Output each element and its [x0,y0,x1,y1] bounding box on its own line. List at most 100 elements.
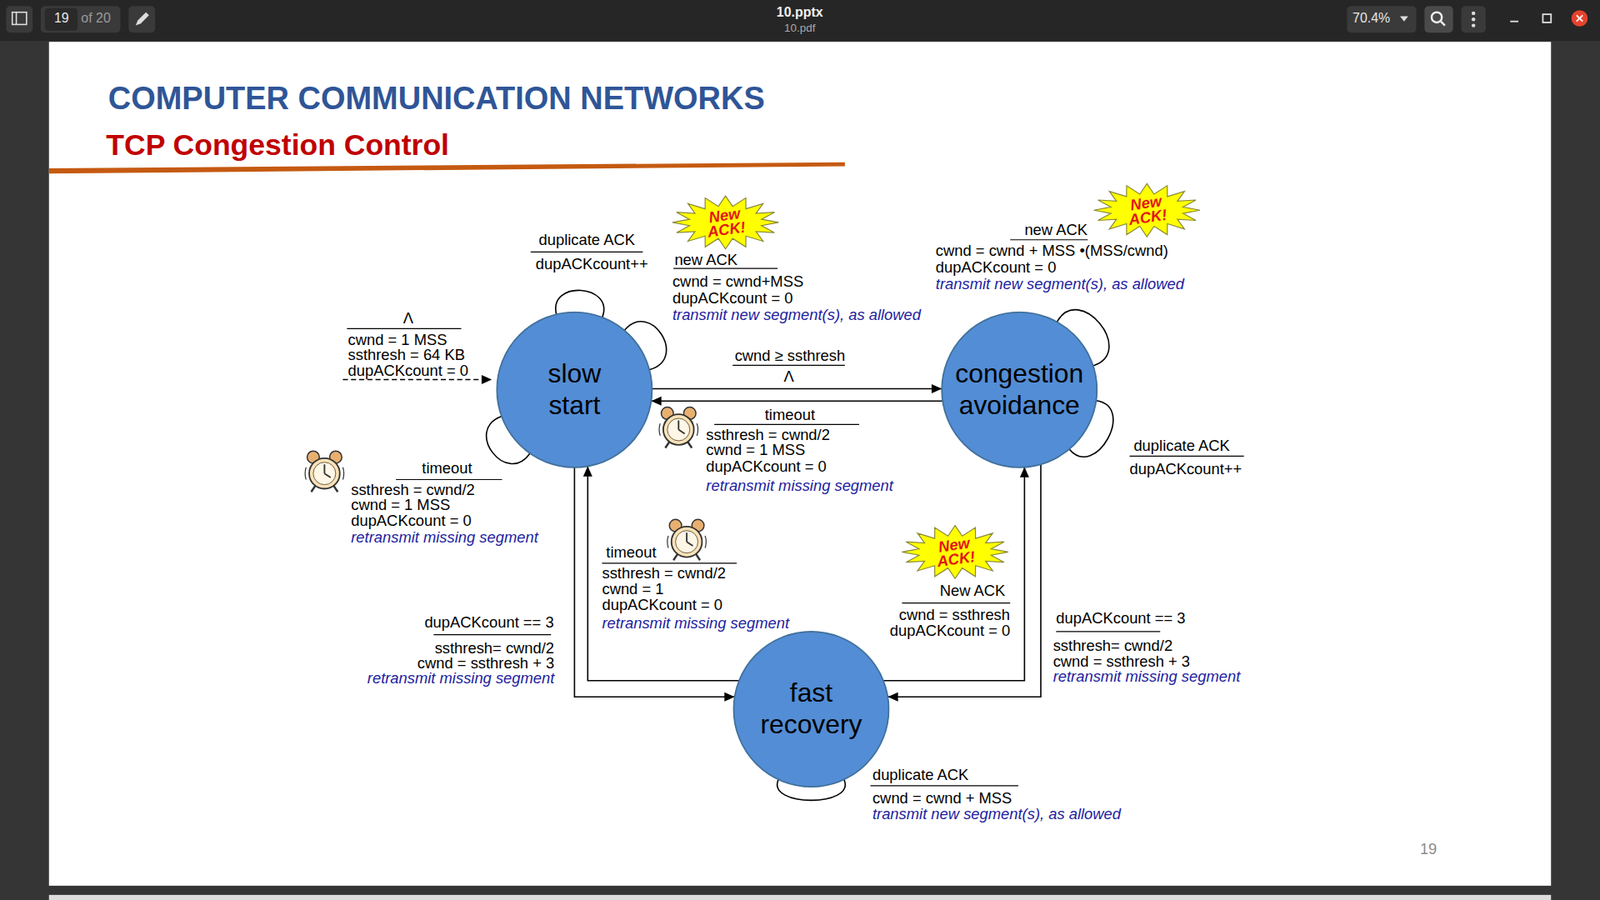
viewer-ground [0,40,1600,900]
state-name-box: fast recovery [752,677,870,741]
action-text: TCP Congestion Control [105,128,450,163]
state-name-box: congestion avoidance [942,358,1096,422]
action-note: transmit new segment(s), as allowed [935,274,1185,292]
starburst [672,195,779,250]
state-circle: slow start [495,310,654,469]
connector-line [574,467,735,698]
sidebar-button [5,5,33,33]
viewer-text: 19 [54,10,70,26]
action-text: dupACKcount = 0 [348,360,470,379]
action-text: cwnd = cwnd+MSS [672,271,804,290]
transition-event: timeout [421,458,472,476]
window-buttons [1510,10,1588,27]
action-text: ssthresh= cwnd/2 [1053,635,1173,654]
transition-event: duplicate ACK [539,230,635,248]
circle-shape [941,312,1097,468]
starburst [901,525,1008,580]
state-name-box: slow start [523,358,625,422]
action-text: ssthresh = cwnd/2 [705,425,830,443]
action-text: cwnd = 1 MSS [350,495,450,513]
transition-event: dupACKcount == 3 [1055,608,1185,626]
action-text: cwnd = ssthresh + 3 [417,653,555,671]
action-text: ssthresh = 64 KB [348,345,465,363]
action-text: dupACKcount = 0 [935,257,1057,275]
action-text: dupACKcount++ [535,255,649,273]
action-note: retransmit missing segment [601,614,790,632]
viewer-text: of 20 [80,10,110,26]
arrowhead [724,692,735,702]
action-text: dupACKcount = 0 [672,288,794,306]
action-text: dupACKcount = 0 [601,595,723,613]
transition-event: duplicate ACK [872,765,969,783]
transition-arrow [650,396,943,406]
transition-arrow [887,464,1041,702]
action-text: Λ [783,366,794,385]
starburst-text: New ACK! [699,204,752,240]
action-text: 19 [1420,839,1437,857]
action-text: ssthresh = cwnd/2 [350,480,475,498]
action-note: retransmit missing segment [1053,666,1241,685]
circle-outline [732,630,890,789]
starburst [1094,183,1200,237]
connector-line [883,467,1025,681]
transition-event: timeout [605,542,656,560]
transition-event: duplicate ACK [1133,435,1230,454]
annotate-button [128,5,155,33]
arrowhead [887,692,898,702]
action-text: cwnd = 1 MSS [705,440,805,458]
state-name: congestion avoidance [955,358,1084,421]
arrowhead [583,465,593,476]
state-circle: congestion avoidance [940,310,1099,469]
timer-clock [305,450,345,492]
transition-event: New ACK [940,580,1006,599]
connector-line [651,388,942,390]
toolbar [0,0,1600,41]
transition-arrow [651,384,942,394]
action-text: cwnd = 1 MSS [348,330,448,348]
action-text: ssthresh = cwnd/2 [601,564,726,582]
transition-event: new ACK [674,250,738,269]
connector-line [887,464,1041,697]
action-text: cwnd = 1 [601,579,664,597]
state-name: fast recovery [760,677,862,740]
next-slide-edge [49,895,1551,900]
action-note: transmit new segment(s), as allowed [872,805,1121,823]
slide [49,41,1551,886]
page-field [40,5,121,33]
transition-arrow [574,467,735,702]
action-text: dupACKcount = 0 [890,620,1011,639]
transition-event: cwnd ≥ ssthresh [735,346,846,365]
search-button [1424,5,1453,33]
arrowhead [1020,467,1030,478]
timer-clock [659,407,699,449]
transition-arrow [583,465,740,680]
action-text: cwnd = ssthresh + 3 [1053,651,1190,670]
action-note: retransmit missing segment [350,528,539,546]
action-note: retransmit missing segment [367,669,555,687]
action-note: retransmit missing segment [705,475,894,494]
transition-event: timeout [765,405,815,424]
action-text: cwnd = cwnd + MSS •(MSS/cwnd) [935,241,1169,260]
starburst-text: New ACK! [1120,192,1174,229]
action-text: cwnd = ssthresh [899,605,1010,624]
connector-line [587,465,740,680]
arrowhead [650,396,661,406]
transition-event: new ACK [1024,220,1088,238]
action-text: Λ [403,308,414,326]
state-circle: fast recovery [732,630,890,789]
event-action-bars [346,240,1244,786]
starburst-text: New ACK! [929,534,982,570]
action-text: dupACKcount++ [1130,460,1243,478]
menu-button [1460,5,1485,33]
viewer-text: 70.4% [1352,10,1390,26]
arrowhead [931,384,942,394]
state-name: slow start [548,358,602,421]
slide-title: COMPUTER COMMUNICATION NETWORKS [108,80,765,118]
action-note: transmit new segment(s), as allowed [672,305,921,324]
connector-line [650,400,943,402]
circle-shape [733,631,889,787]
viewer-text: 10.pdf [784,20,815,34]
zoom-field [1346,5,1416,33]
title-underline [49,162,845,174]
